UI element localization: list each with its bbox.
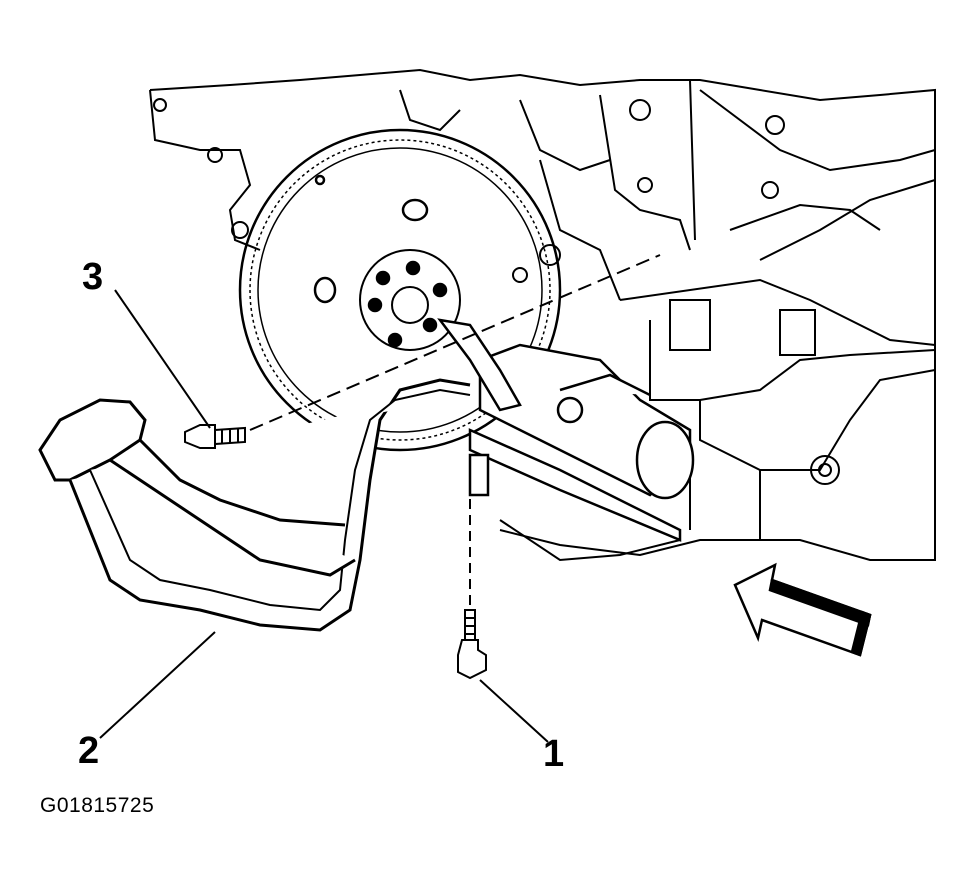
callout-2: 2: [78, 730, 100, 772]
bolt-3: [184, 424, 246, 449]
figure-id: G01815725: [40, 794, 155, 817]
callout-3-leader: [114, 289, 211, 429]
bolt-3-leader-dashed: [249, 254, 661, 431]
bolt-1: [457, 609, 487, 680]
view-arrow-icon: [733, 562, 872, 657]
callout-2-leader: [99, 631, 216, 739]
flywheel-cover: [38, 378, 471, 632]
engine-block-outline: [149, 68, 936, 562]
callout-1: 1: [543, 733, 565, 775]
callout-1-leader: [479, 679, 549, 743]
callout-3: 3: [82, 256, 104, 298]
starter-motor: [437, 318, 695, 542]
flywheel: [238, 128, 562, 452]
